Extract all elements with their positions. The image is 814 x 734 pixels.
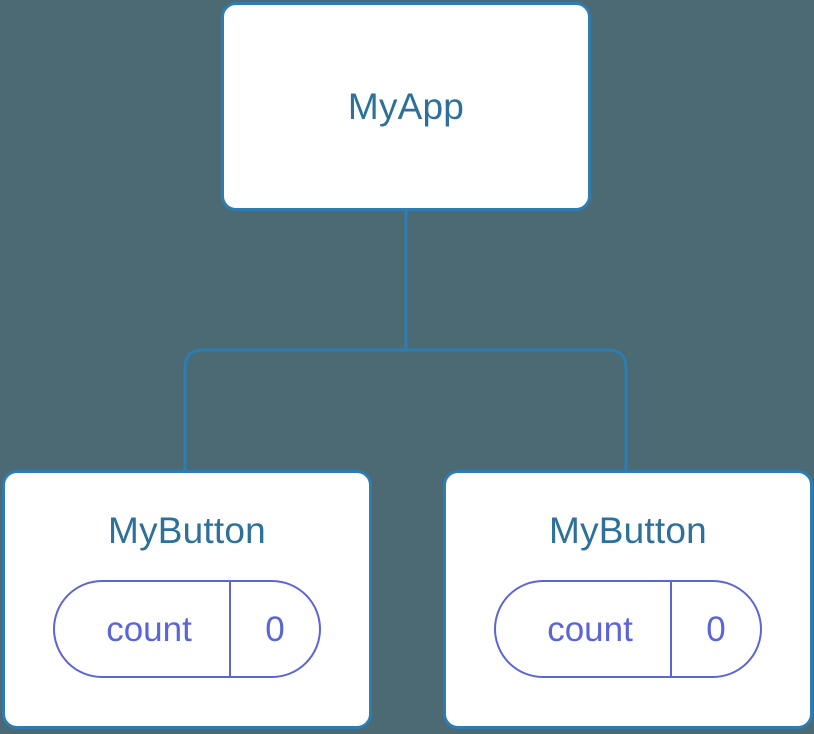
state-pill-right-value: 0	[670, 582, 760, 676]
node-myapp-label: MyApp	[347, 86, 465, 127]
state-pill-left-key: count	[106, 609, 192, 649]
node-myapp[interactable]: MyApp	[221, 2, 591, 211]
connector-child-bus	[183, 348, 628, 470]
state-pill-left[interactable]: count 0	[53, 580, 321, 678]
state-pill-left-value: 0	[229, 582, 319, 676]
node-mybutton-left[interactable]: MyButton count 0	[2, 470, 372, 729]
node-mybutton-left-label: MyButton	[108, 510, 266, 551]
state-pill-right-key: count	[547, 609, 633, 649]
state-pill-right[interactable]: count 0	[494, 580, 762, 678]
node-mybutton-right[interactable]: MyButton count 0	[443, 470, 813, 729]
node-mybutton-right-label: MyButton	[549, 510, 707, 551]
